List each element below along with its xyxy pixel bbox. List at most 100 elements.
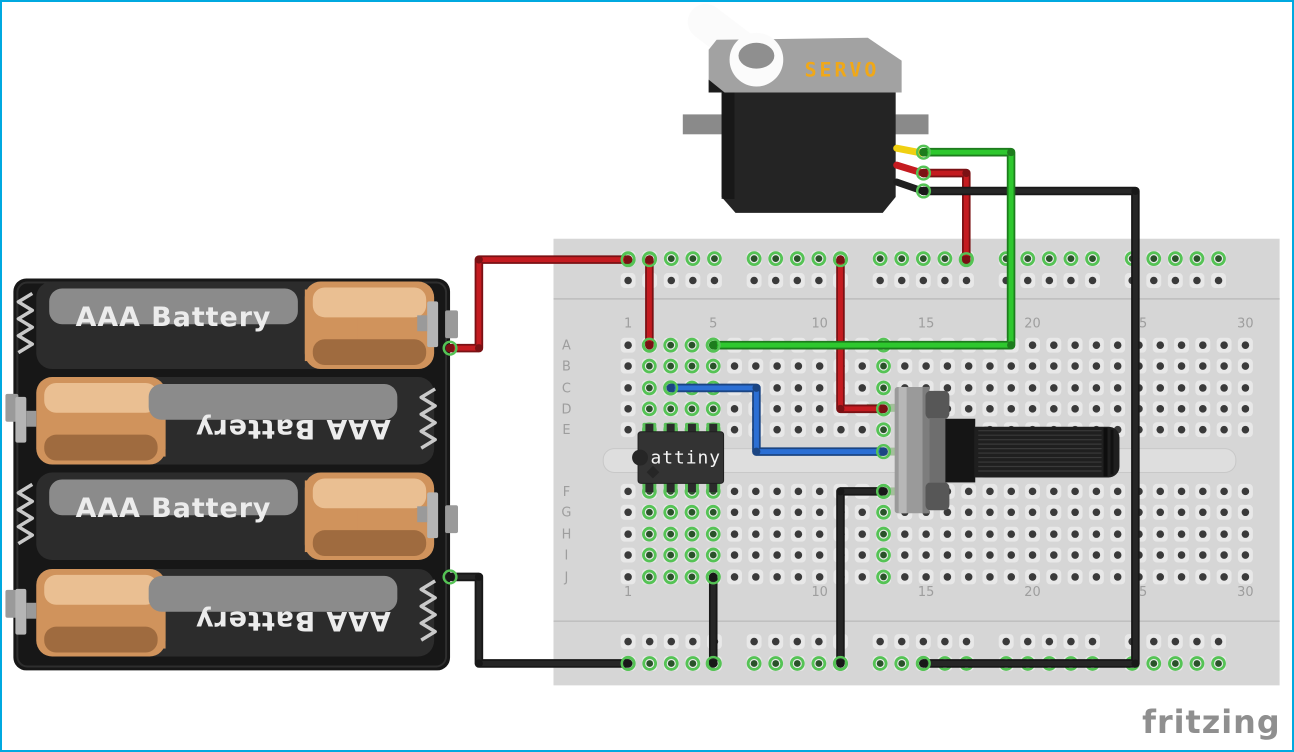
rail-to-pot-wire[interactable] [832,252,892,417]
battery-cap-shade [312,339,427,366]
hole-opening [646,573,653,581]
battery-negative-wire[interactable] [442,569,636,672]
hole-opening [919,255,927,263]
wire-terminal [709,340,718,350]
hole-opening [1241,508,1250,517]
wire-bendpoint[interactable] [474,344,483,353]
hole-opening [645,637,654,646]
hole-opening [1071,487,1079,496]
wire-bendpoint[interactable] [752,447,761,456]
hole-opening [901,551,909,559]
hole-opening [688,362,696,370]
hole-opening [1092,487,1101,496]
connected-ring [684,337,700,353]
hole-opening [624,530,632,538]
wire-core [920,188,1138,666]
hole-opening [1092,551,1101,559]
hole-opening [709,551,717,559]
chip-pin [687,423,696,434]
wire-terminal-ring [958,252,974,268]
hole-opening [1028,551,1037,559]
hole-opening [943,508,952,517]
hole-opening [1150,660,1158,667]
hole-opening [1193,255,1201,263]
battery-plate [427,301,439,348]
hole-opening [773,508,781,517]
wire-bendpoint[interactable] [836,404,845,413]
chip-ground-wire[interactable] [705,569,721,672]
hole-opening [941,276,949,285]
hole-opening [858,551,867,559]
hole-opening [1113,508,1122,517]
wire-bendpoint[interactable] [1007,341,1016,350]
battery-cell[interactable]: AAA Battery [15,568,437,657]
hole-opening [901,530,909,538]
hole-opening [941,255,949,263]
wire-bendpoint[interactable] [1131,659,1140,668]
wire-bendpoint[interactable] [474,659,483,668]
connected-ring [876,380,891,396]
hole-opening [815,487,824,496]
pot-wiper-wire[interactable] [663,380,892,460]
hole-opening [1156,384,1165,392]
hole-opening [815,508,824,517]
row-label: J [564,570,569,585]
connected-ring [1063,251,1079,266]
wire-bendpoint[interactable] [752,383,761,392]
wire-bendpoint[interactable] [836,487,845,496]
pot-ground-wire[interactable] [832,483,892,672]
column-label: 15 [918,316,934,331]
hole-opening [794,573,803,581]
hole-opening [922,551,930,559]
hole-opening [1177,551,1186,559]
chip-pin [645,481,654,493]
hole-opening [1177,384,1186,392]
hole-opening [1199,573,1207,581]
battery-reflection [148,383,398,420]
hole-opening [750,637,758,646]
pack-contact-tab [5,393,19,422]
pot-shaft[interactable] [974,426,1120,478]
connected-ring [642,569,657,585]
hole-opening [1113,530,1122,538]
hole-opening [1028,341,1037,349]
hole-opening [858,573,867,581]
hole-opening [624,276,632,285]
servo-motor[interactable]: SERVO [682,3,929,213]
hole-opening [964,384,973,392]
chip-pin [666,481,675,493]
hole-opening [752,573,760,581]
servo-ground-wire[interactable] [915,183,1140,672]
hole-opening [858,425,867,434]
wire-bendpoint[interactable] [1131,187,1140,195]
wire-terminal-ring [915,165,932,181]
wire-bendpoint[interactable] [474,572,483,581]
battery-cell[interactable]: AAA Battery [16,281,439,370]
connected-ring [746,251,762,266]
wire-bendpoint[interactable] [474,255,483,264]
wire-bendpoint[interactable] [1007,148,1016,157]
connected-ring [684,401,700,417]
connected-ring [705,526,721,542]
column-label: 1 [624,585,632,600]
wire-terminal-ring [663,380,679,396]
rail-to-a2-jumper[interactable] [641,252,657,353]
wire-terminal-ring [832,252,849,268]
battery-cell[interactable]: AAA Battery [16,472,439,561]
hole-opening [962,637,971,646]
hole-opening [1150,276,1158,285]
attiny-chip[interactable]: attiny [632,422,725,493]
servo-power-wire[interactable] [915,165,974,268]
battery-cell[interactable]: AAA Battery [15,376,437,465]
hole-opening [986,573,994,581]
hole-opening [773,573,781,581]
wire-terminal [879,447,888,456]
battery-positive-wire[interactable] [442,252,636,356]
wire-bendpoint[interactable] [962,169,971,178]
row-label: F [563,485,570,500]
servo-signal-wire[interactable] [705,144,1016,353]
hole-opening [1050,551,1058,559]
column-label: 5 [709,316,717,331]
connected-ring [746,656,762,671]
